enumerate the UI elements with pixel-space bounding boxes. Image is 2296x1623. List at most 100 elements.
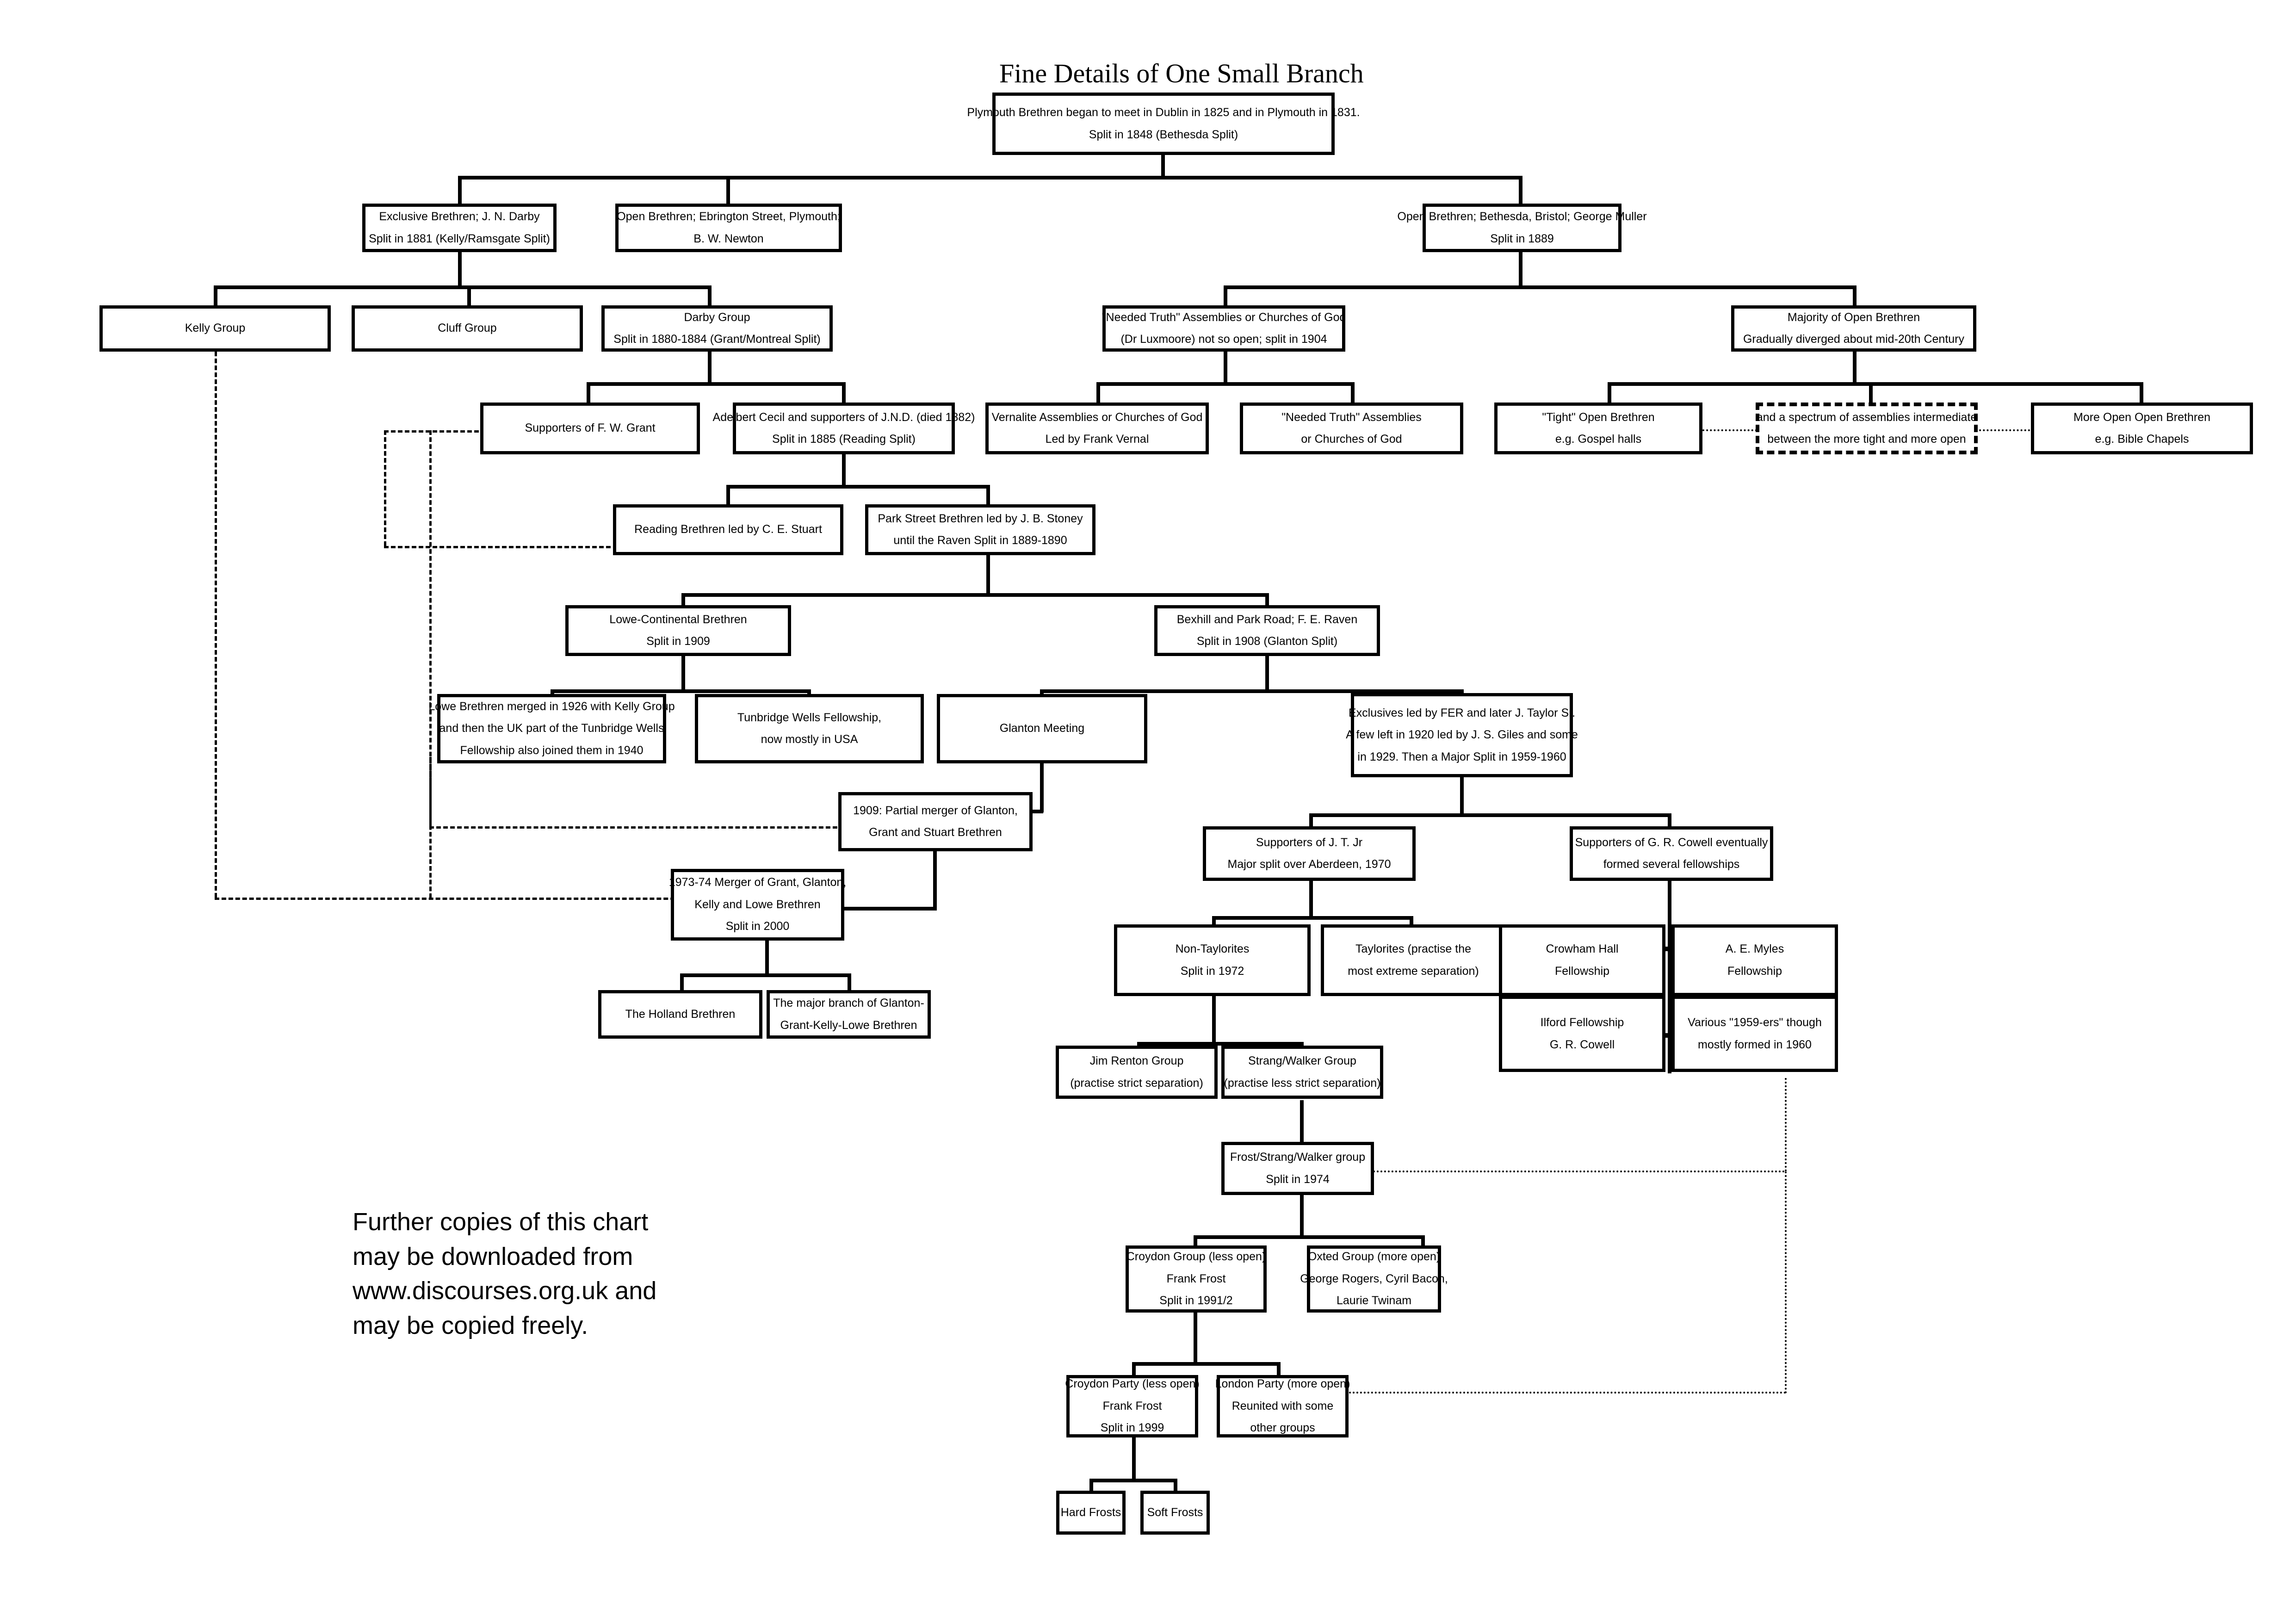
node-adelbert-line-2: Split in 1885 (Reading Split): [772, 433, 916, 446]
node-tight-open-brethren[interactable]: "Tight" Open Brethren e.g. Gospel halls: [1494, 403, 1702, 454]
dotted-fsw-right: [1373, 1171, 1785, 1172]
node-open-brethren-bethesda[interactable]: Open Brethren; Bethesda, Bristol; George…: [1397, 204, 1647, 252]
node-exclusive-brethren[interactable]: Exclusive Brethren; J. N. Darby Split in…: [362, 204, 557, 252]
node-croydon-party[interactable]: Croydon Party (less open) Frank Frost Sp…: [1065, 1375, 1200, 1437]
node-oxted-group[interactable]: Oxted Group (more open) George Rogers, C…: [1300, 1245, 1448, 1313]
connector-majority-bus: [1608, 382, 2142, 386]
node-jim-renton-group[interactable]: Jim Renton Group (practise strict separa…: [1056, 1046, 1218, 1099]
node-jtjr-line-2: Major split over Aberdeen, 1970: [1227, 858, 1391, 871]
connector-to-cowell: [1668, 813, 1671, 828]
node-bethesda-line-1: Open Brethren; Bethesda, Bristol; George…: [1397, 210, 1647, 223]
node-londonparty-line-3: other groups: [1250, 1421, 1315, 1435]
connector-to-croydongroup: [1194, 1235, 1197, 1250]
node-tunbridge-wells-fellowship[interactable]: Tunbridge Wells Fellowship, now mostly i…: [695, 694, 924, 763]
node-fsw-line-2: Split in 1974: [1266, 1172, 1330, 1186]
connector-row1-bus: [458, 176, 1522, 180]
node-major-branch-glanton[interactable]: The major branch of Glanton- Grant-Kelly…: [767, 990, 931, 1039]
node-parkstreet-line-1: Park Street Brethren led by J. B. Stoney: [878, 512, 1083, 525]
node-exclusive-line-1: Exclusive Brethren; J. N. Darby: [379, 210, 540, 223]
connector-to-cluff: [467, 285, 471, 308]
connector-fsw-down: [1300, 1193, 1304, 1239]
node-ilford-fellowship[interactable]: Ilford Fellowship G. R. Cowell: [1499, 996, 1665, 1072]
node-supporters-fw-grant[interactable]: Supporters of F. W. Grant: [480, 403, 700, 454]
node-non-taylorites[interactable]: Non-Taylorites Split in 1972: [1114, 924, 1311, 996]
connector-cowell-down: [1668, 879, 1671, 1073]
connector-to-londonparty: [1277, 1362, 1281, 1380]
node-glanton-line-1: Glanton Meeting: [999, 722, 1085, 735]
connector-to-lowecont: [681, 593, 685, 615]
connector-to-vernalite: [1096, 382, 1100, 404]
node-spectrum-intermediate[interactable]: and a spectrum of assemblies intermediat…: [1756, 403, 1978, 454]
node-lowemerged-line-2: and then the UK part of the Tunbridge We…: [439, 722, 664, 735]
node-strang-walker-group[interactable]: Strang/Walker Group (practise less stric…: [1221, 1046, 1383, 1099]
connector-to-adelbert: [842, 382, 846, 404]
connector-adelbert-down: [842, 454, 846, 488]
node-kelly-line-1: Kelly Group: [185, 322, 246, 335]
node-frost-strang-walker-group[interactable]: Frost/Strang/Walker group Split in 1974: [1221, 1142, 1374, 1195]
node-holland-brethren[interactable]: The Holland Brethren: [598, 990, 762, 1039]
node-glanton-meeting[interactable]: Glanton Meeting: [937, 694, 1147, 763]
node-bexhill-line-2: Split in 1908 (Glanton Split): [1196, 635, 1338, 648]
connector-row2-bus-left: [214, 285, 711, 289]
node-majority-open-brethren[interactable]: Majority of Open Brethren Gradually dive…: [1731, 305, 1976, 352]
node-1959-ers[interactable]: Various "1959-ers" though mostly formed …: [1671, 996, 1838, 1072]
node-ae-myles-fellowship[interactable]: A. E. Myles Fellowship: [1671, 924, 1838, 996]
node-croydon-group[interactable]: Croydon Group (less open) Frank Frost Sp…: [1126, 1245, 1267, 1313]
connector-to-nt2: [1351, 382, 1355, 404]
node-bethesda-line-2: Split in 1889: [1490, 232, 1554, 245]
connector-to-tightopen: [1608, 382, 1611, 404]
node-crowham-hall-fellowship[interactable]: Crowham Hall Fellowship: [1499, 924, 1665, 996]
node-1959ers-line-1: Various "1959-ers" though: [1688, 1016, 1822, 1029]
node-ebrington-line-2: B. W. Newton: [693, 232, 764, 245]
node-nt1-line-1: "Needed Truth" Assemblies or Churches of…: [1102, 310, 1346, 324]
node-park-street-brethren[interactable]: Park Street Brethren led by J. B. Stoney…: [865, 504, 1095, 555]
node-oxted-line-3: Laurie Twinam: [1336, 1294, 1412, 1307]
node-supporters-gr-cowell[interactable]: Supporters of G. R. Cowell eventually fo…: [1570, 826, 1773, 881]
node-tunbridge-line-2: now mostly in USA: [761, 733, 858, 746]
node-more-open-brethren[interactable]: More Open Open Brethren e.g. Bible Chape…: [2031, 403, 2253, 454]
dashed-lowemerged-down: [429, 757, 432, 898]
node-taylorites-line-2: most extreme separation): [1348, 964, 1479, 978]
connector-to-croydonparty: [1132, 1362, 1136, 1380]
connector-nt-bus: [1137, 1042, 1304, 1046]
node-kelly-group[interactable]: Kelly Group: [99, 305, 331, 352]
connector-to-parkstreet: [986, 485, 990, 504]
node-soft-frosts[interactable]: Soft Frosts: [1140, 1491, 1210, 1535]
node-reading-brethren[interactable]: Reading Brethren led by C. E. Stuart: [613, 504, 843, 555]
connector-strangwalker-down: [1300, 1100, 1304, 1146]
dotted-tight-to-spectrum: [1702, 429, 1757, 431]
node-lowe-brethren-merged[interactable]: Lowe Brethren merged in 1926 with Kelly …: [428, 694, 675, 763]
node-cluff-line-1: Cluff Group: [438, 322, 497, 335]
node-oxted-line-1: Oxted Group (more open): [1307, 1250, 1441, 1264]
node-vernalite-assemblies[interactable]: Vernalite Assemblies or Churches of God …: [985, 403, 1209, 454]
node-adelbert-cecil[interactable]: Adelbert Cecil and supporters of J.N.D. …: [713, 403, 975, 454]
node-root[interactable]: Plymouth Brethren began to meet in Dubli…: [967, 93, 1360, 155]
node-exclusives-fer-taylor[interactable]: Exclusives led by FER and later J. Taylo…: [1346, 693, 1578, 777]
connector-to-openebrington: [726, 176, 730, 206]
node-needed-truth-churches[interactable]: "Needed Truth" Assemblies or Churches of…: [1240, 403, 1463, 454]
node-vernalite-line-2: Led by Frank Vernal: [1045, 433, 1149, 446]
connector-merger1973-down: [765, 939, 769, 977]
node-majority-line-2: Gradually diverged about mid-20th Centur…: [1743, 333, 1965, 346]
connector-to-oxtedgroup: [1421, 1235, 1425, 1250]
node-supporters-jt-jr[interactable]: Supporters of J. T. Jr Major split over …: [1203, 826, 1416, 881]
node-merger1973-line-1: 1973-74 Merger of Grant, Glanton,: [668, 876, 847, 889]
node-lowecont-line-2: Split in 1909: [646, 635, 710, 648]
node-bexhill-park-road-raven[interactable]: Bexhill and Park Road; F. E. Raven Split…: [1154, 605, 1380, 656]
node-london-party[interactable]: London Party (more open) Reunited with s…: [1215, 1375, 1350, 1437]
connector-fer-bus: [1309, 813, 1671, 817]
node-needed-truth-assemblies[interactable]: "Needed Truth" Assemblies or Churches of…: [1102, 305, 1346, 352]
node-hard-frosts[interactable]: Hard Frosts: [1056, 1491, 1126, 1535]
connector-merger1909-down: [933, 850, 937, 911]
dashed-reading-down: [384, 430, 386, 546]
node-darby-group[interactable]: Darby Group Split in 1880-1884 (Grant/Mo…: [601, 305, 833, 352]
node-cluff-group[interactable]: Cluff Group: [352, 305, 583, 352]
node-merger1973-line-3: Split in 2000: [725, 920, 790, 933]
node-taylorites[interactable]: Taylorites (practise the most extreme se…: [1321, 924, 1506, 996]
node-lowe-continental-brethren[interactable]: Lowe-Continental Brethren Split in 1909: [565, 605, 791, 656]
node-open-brethren-ebrington[interactable]: Open Brethren; Ebrington Street, Plymout…: [615, 204, 842, 252]
node-fer-line-3: in 1929. Then a Major Split in 1959-1960: [1357, 750, 1566, 763]
node-merger-1973-74[interactable]: 1973-74 Merger of Grant, Glanton, Kelly …: [668, 869, 847, 941]
node-merger-1909[interactable]: 1909: Partial merger of Glanton, Grant a…: [838, 792, 1033, 851]
node-darby-line-2: Split in 1880-1884 (Grant/Montreal Split…: [613, 333, 821, 346]
